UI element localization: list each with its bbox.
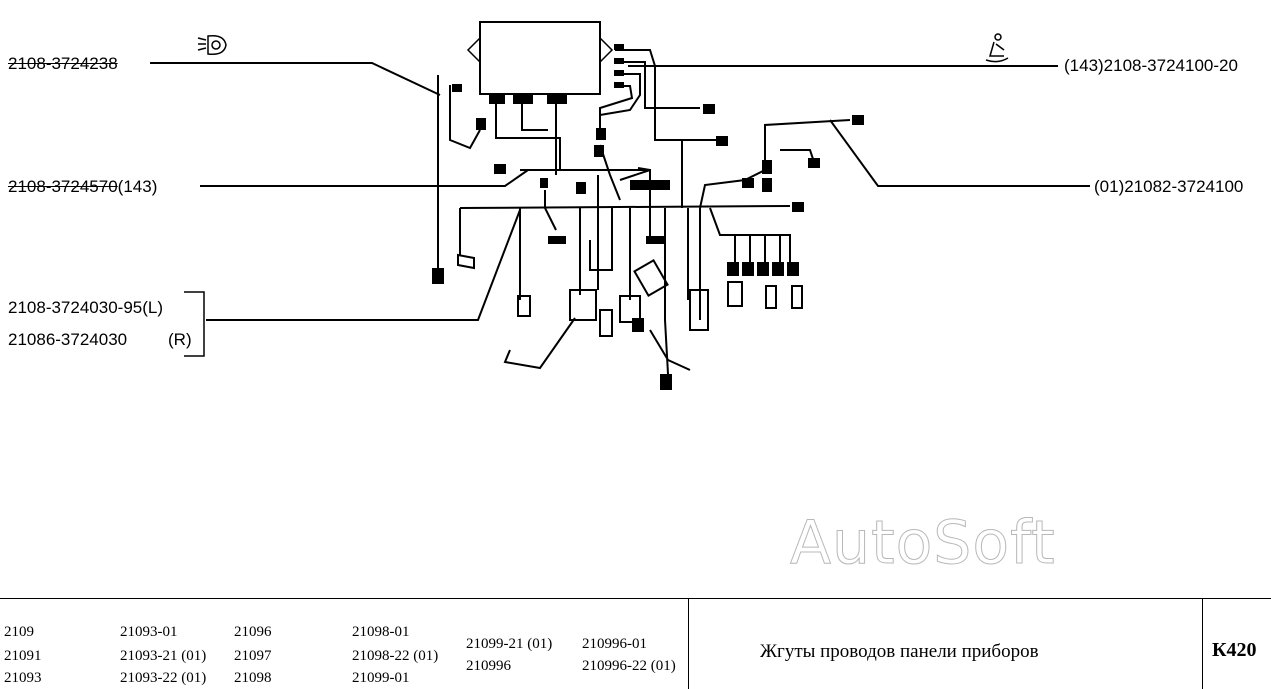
model: 21099-01	[352, 670, 410, 686]
callout-2108-3724030-95: 2108-3724030-95(L)	[8, 298, 164, 317]
model: 210996	[466, 658, 511, 674]
callout-2108-3724238: 2108-3724238	[8, 54, 118, 73]
model: 21099-21 (01)	[466, 636, 553, 652]
model: 21098-01	[352, 624, 410, 640]
model: 210996-22 (01)	[582, 658, 676, 674]
instrument-cluster	[479, 21, 601, 95]
model: 2109	[4, 624, 34, 640]
divider	[1202, 599, 1203, 689]
seatbelt-warning-icon	[985, 33, 1009, 63]
model: 21093-21 (01)	[120, 648, 207, 664]
model: 21098	[234, 670, 272, 686]
divider	[688, 599, 689, 689]
callout-21086-3724030: 21086-3724030	[8, 330, 128, 349]
title-block: 2109 21091 21093 21093-01 21093-21 (01) …	[0, 598, 1271, 689]
wiring-harness-diagram	[150, 21, 1090, 390]
leader-2108-3724238	[150, 62, 441, 96]
model: 21096	[234, 624, 272, 640]
callout-21082-3724100: (01)21082-3724100	[1094, 177, 1244, 196]
leader-2108-3724570	[200, 169, 529, 187]
callout-2108-3724100-20: (143)2108-3724100-20	[1064, 56, 1238, 75]
leader-21082-3724100	[829, 119, 1090, 187]
model: 21098-22 (01)	[352, 648, 439, 664]
watermark: AutoSoft	[790, 508, 1056, 579]
callout-2108-3724570-number: 2108-3724570	[8, 177, 118, 196]
headlight-leveling-icon	[197, 34, 227, 56]
model: 210996-01	[582, 636, 647, 652]
leader-2108-3724030	[206, 209, 521, 321]
callout-2108-3724570: 2108-3724570(143)	[8, 177, 157, 197]
page-title: Жгуты проводов панели приборов	[760, 641, 1039, 662]
model: 21093-01	[120, 624, 178, 640]
bracket	[184, 291, 205, 357]
model: 21093	[4, 670, 42, 686]
callout-21086-3724030-side: (R)	[168, 330, 192, 349]
model: 21097	[234, 648, 272, 664]
catalog-code: К420	[1212, 639, 1257, 661]
model: 21091	[4, 648, 42, 664]
callout-2108-3724570-suffix: (143)	[117, 177, 158, 196]
model: 21093-22 (01)	[120, 670, 207, 686]
